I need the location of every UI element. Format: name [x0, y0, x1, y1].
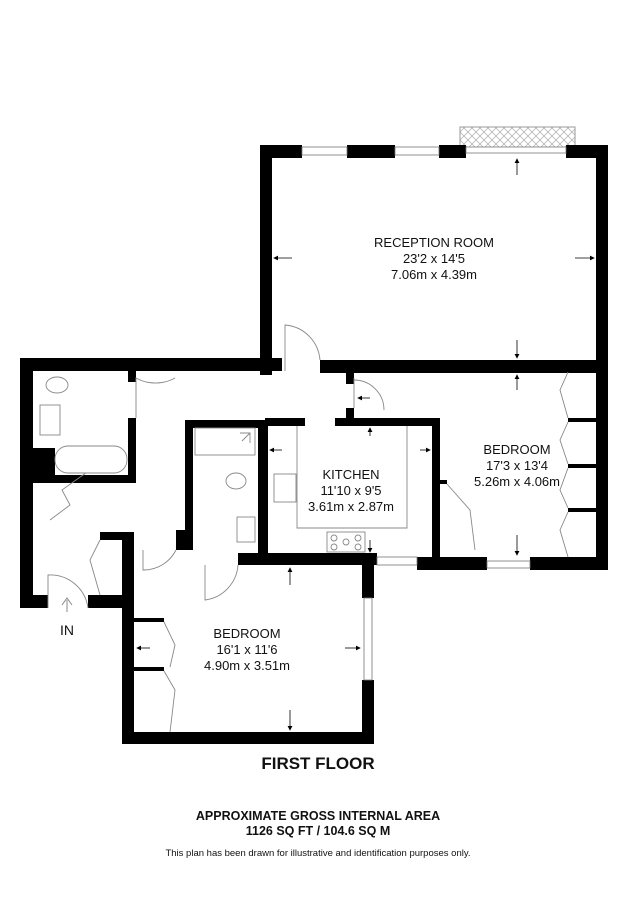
- room-metric: 4.90m x 3.51m: [204, 658, 290, 673]
- bathtub: [54, 445, 128, 474]
- toilet-ensuite: [225, 472, 247, 490]
- room-label-reception: RECEPTION ROOM 23'2 x 14'5 7.06m x 4.39m: [374, 235, 494, 283]
- windows: [301, 146, 567, 681]
- room-metric: 5.26m x 4.06m: [474, 474, 560, 489]
- dimension-arrows: [136, 158, 595, 731]
- room-name: KITCHEN: [322, 467, 380, 482]
- disclaimer: This plan has been drawn for illustrativ…: [165, 848, 471, 859]
- room-name: BEDROOM: [483, 442, 551, 457]
- basin: [39, 404, 61, 436]
- room-imperial: 23'2 x 14'5: [402, 251, 466, 266]
- gross-area: APPROXIMATE GROSS INTERNAL AREA 1126 SQ …: [196, 809, 440, 839]
- entrance-arrow-icon: [61, 597, 73, 612]
- entrance-label: IN: [60, 622, 74, 638]
- floor-title: FIRST FLOOR: [261, 754, 375, 773]
- room-metric: 7.06m x 4.39m: [391, 267, 477, 282]
- kitchen-sink: [273, 473, 297, 503]
- room-name: BEDROOM: [213, 626, 281, 641]
- room-label-kitchen: KITCHEN 11'10 x 9'5 3.61m x 2.87m: [308, 467, 394, 515]
- walls: [20, 145, 608, 744]
- room-imperial: 16'1 x 11'6: [216, 642, 278, 657]
- kitchen-counter: [296, 426, 408, 529]
- shower: [194, 427, 256, 456]
- room-label-bedroom-2: BEDROOM 16'1 x 11'6 4.90m x 3.51m: [204, 626, 290, 674]
- basin-ensuite: [236, 516, 256, 543]
- area-value: 1126 SQ FT / 104.6 SQ M: [245, 824, 391, 838]
- room-imperial: 17'3 x 13'4: [485, 458, 549, 473]
- toilet: [45, 376, 69, 394]
- fixtures: [39, 376, 408, 553]
- area-heading: APPROXIMATE GROSS INTERNAL AREA: [195, 809, 441, 823]
- balcony: [459, 126, 576, 149]
- room-imperial: 11'10 x 9'5: [320, 483, 382, 498]
- room-name: RECEPTION ROOM: [374, 235, 494, 250]
- room-metric: 3.61m x 2.87m: [308, 499, 394, 514]
- room-label-bedroom-1: BEDROOM 17'3 x 13'4 5.26m x 4.06m: [474, 442, 560, 490]
